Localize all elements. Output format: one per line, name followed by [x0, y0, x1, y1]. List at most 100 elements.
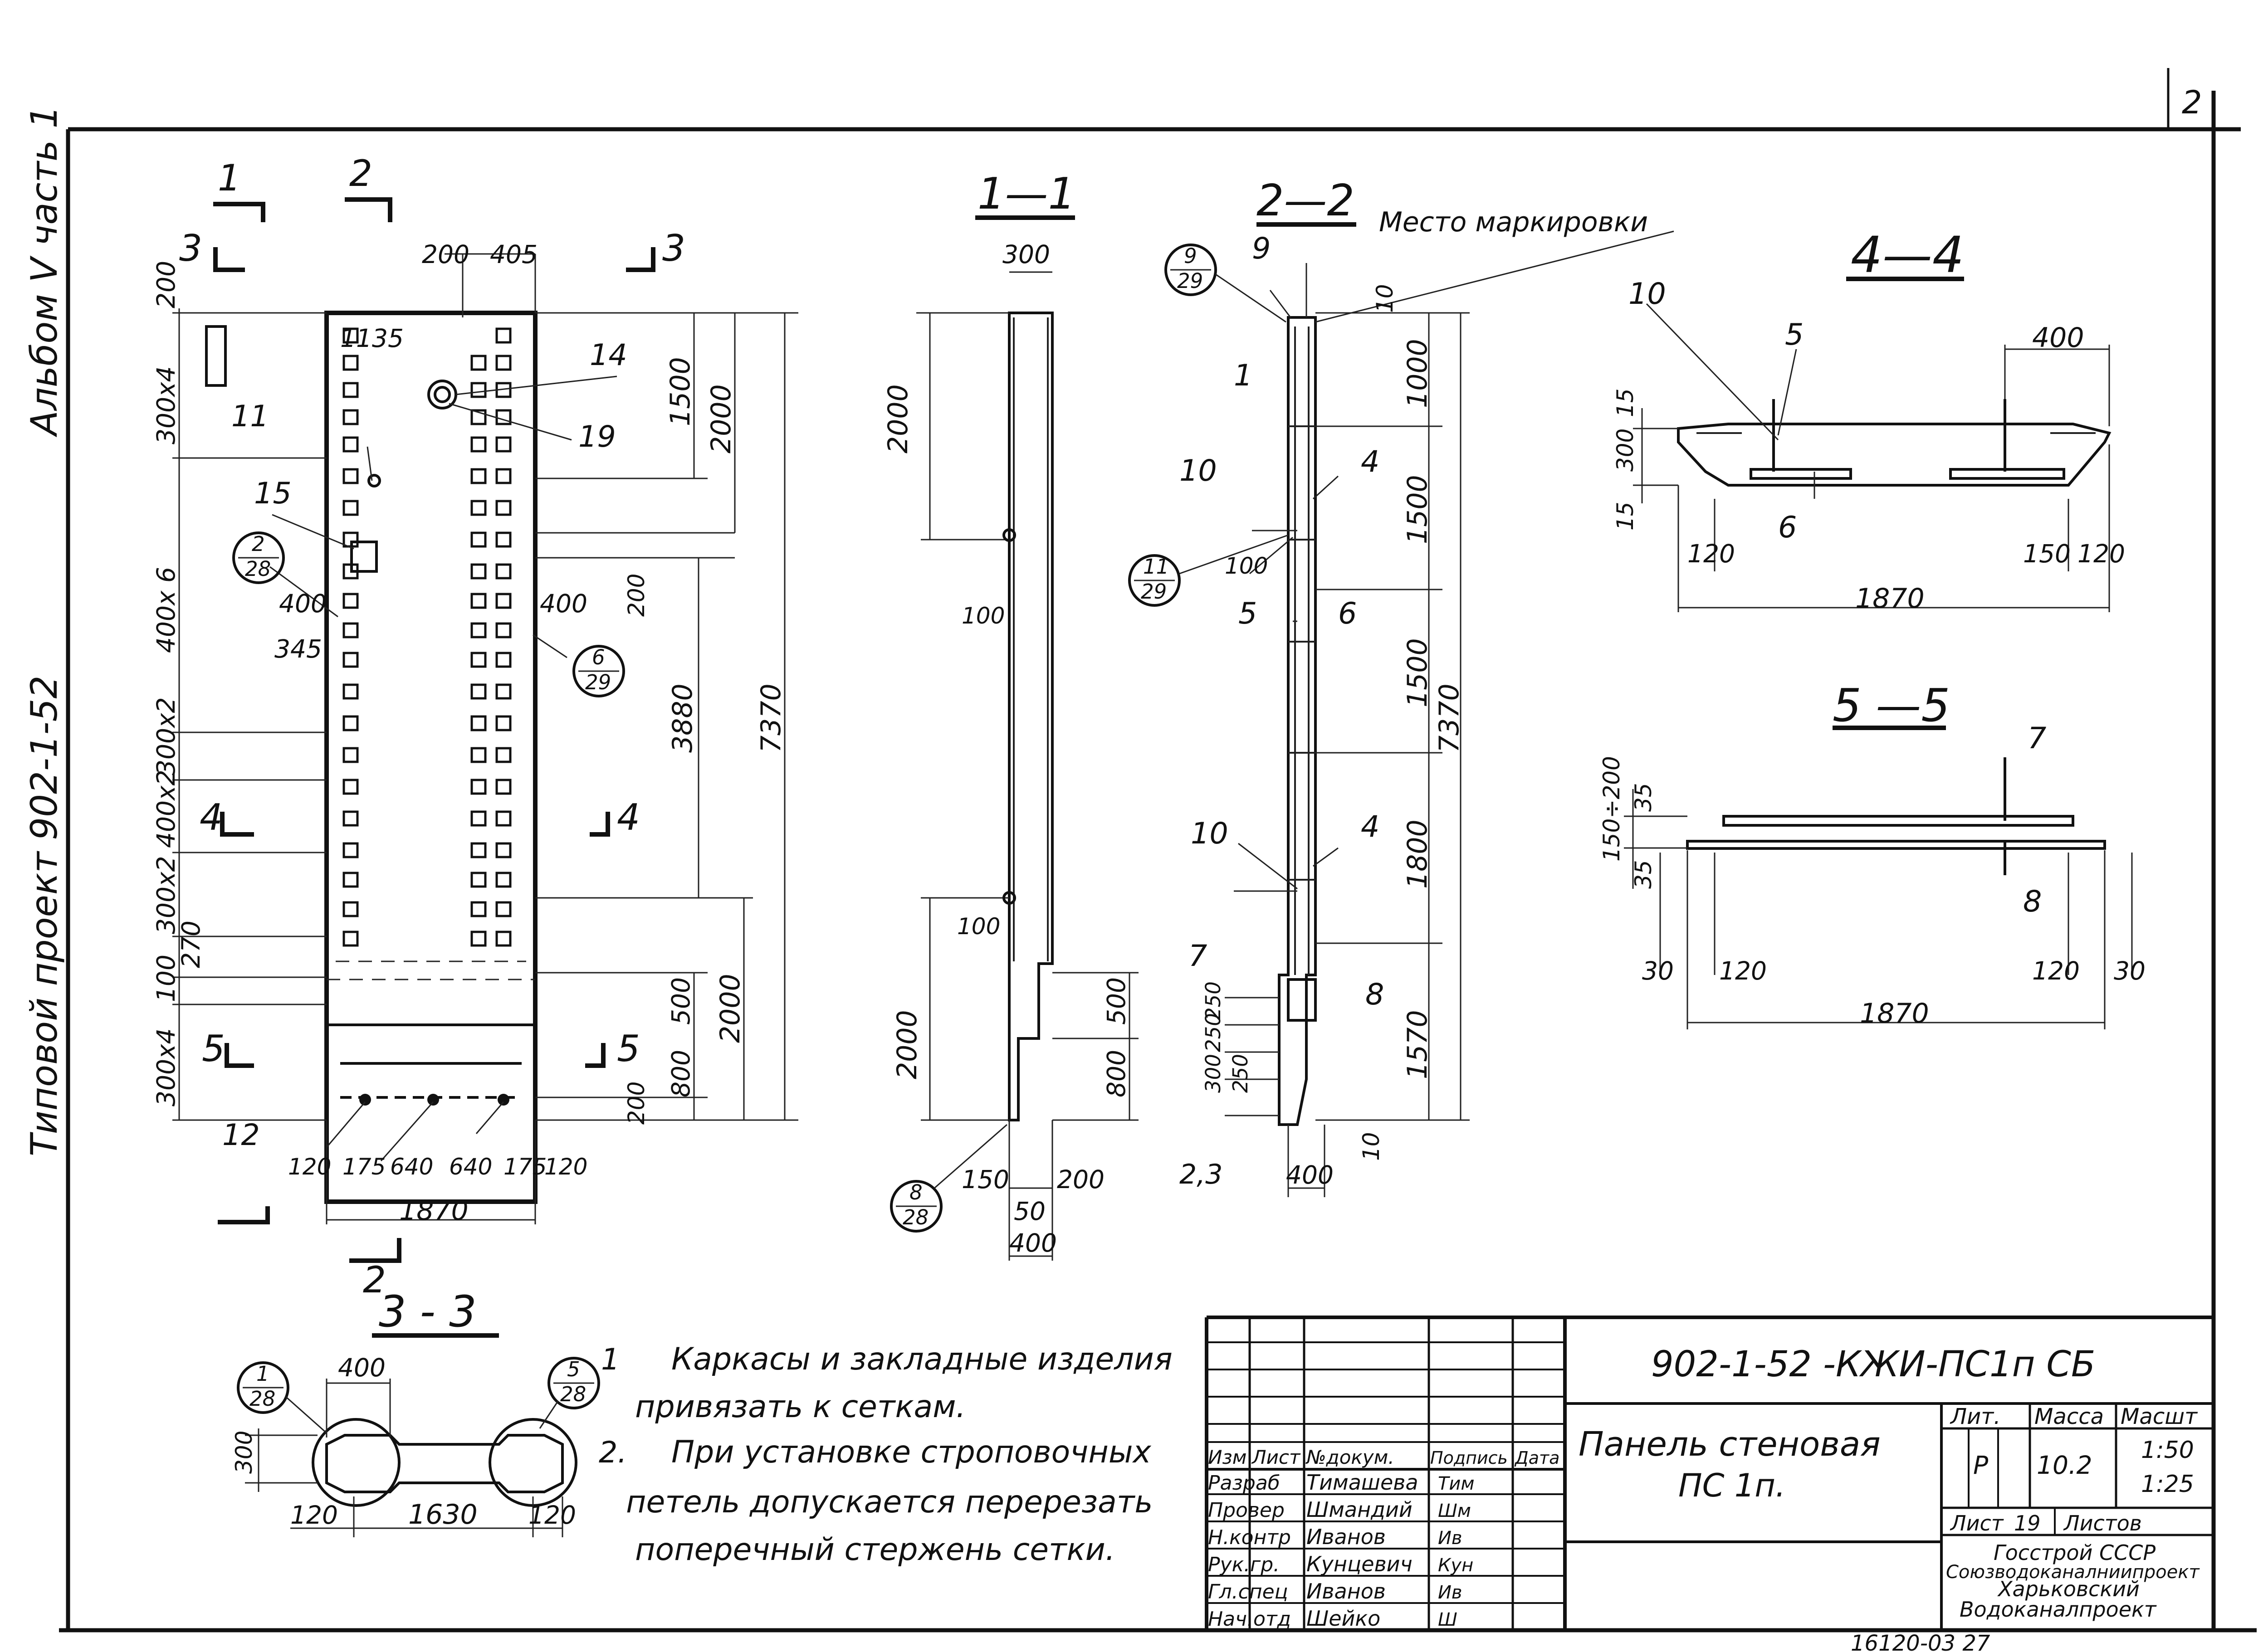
- label-11: 11: [231, 400, 269, 434]
- s33-ref1-den: 28: [249, 1387, 275, 1411]
- s22-10d: 10: [1358, 1132, 1384, 1161]
- tb-sheet-no: 19: [2014, 1511, 2041, 1535]
- tb-mass-label: Масса: [2034, 1404, 2104, 1429]
- tb-role-1: Провер: [1208, 1499, 1285, 1522]
- s44-15b: 15: [1612, 502, 1638, 531]
- s44-5: 5: [1785, 318, 1804, 352]
- section-5-5: [1624, 726, 2133, 1029]
- s22-dim-1500b: 1500: [1402, 638, 1433, 707]
- sheet-frame: [59, 68, 2257, 1633]
- s55-1870: 1870: [1860, 998, 1929, 1029]
- note-2-num: 2.: [599, 1436, 627, 1470]
- section-2-2-labels: 2—2 Место маркировки 9 10 1 10 4 100 5 6…: [1141, 176, 1648, 1190]
- s22-dim-7370: 7370: [1433, 683, 1465, 753]
- s22-5: 5: [1238, 597, 1257, 631]
- section-1-1: [890, 215, 1139, 1261]
- s44-15a: 15: [1612, 388, 1638, 417]
- label-12: 12: [222, 1118, 260, 1152]
- s11-300: 300: [1002, 240, 1050, 269]
- tb-name-1: Шмандий: [1306, 1497, 1413, 1522]
- note-2-line2: петель допускается перерезать: [626, 1484, 1153, 1520]
- s44-6: 6: [1778, 511, 1797, 545]
- tb-role-5: Нач.отд: [1208, 1608, 1291, 1631]
- tb-scale1: 1:50: [2141, 1437, 2194, 1464]
- tb-head-date: Дата: [1514, 1448, 1559, 1468]
- tb-lit: Р: [1973, 1451, 1989, 1480]
- s33-120a: 120: [290, 1501, 338, 1530]
- section-mark-5b: 5: [617, 1028, 640, 1070]
- tb-name-line2: ПС 1п.: [1678, 1467, 1785, 1504]
- s55-7: 7: [2028, 721, 2046, 755]
- s11-ref-num: 8: [909, 1180, 923, 1204]
- s33-400: 400: [338, 1353, 386, 1382]
- s55-30b: 30: [2114, 956, 2146, 985]
- section-3-3: [237, 1333, 600, 1537]
- tb-role-4: Гл.спец: [1208, 1580, 1288, 1603]
- s22-8: 8: [1365, 978, 1384, 1012]
- s22-sd-250a: 250: [1201, 981, 1225, 1020]
- tb-org1: Госстрой СССР: [1994, 1540, 2156, 1565]
- tb-org3: Харьковский: [1997, 1577, 2140, 1601]
- s22-ref1-den: 29: [1177, 269, 1203, 293]
- section-2-2-title: 2—2: [1256, 176, 1354, 226]
- s22-sd-300: 300: [1201, 1054, 1225, 1093]
- s55-35a: 35: [1630, 783, 1657, 812]
- s11-800: 800: [1102, 1050, 1131, 1097]
- label-200-mid: 200: [623, 574, 650, 617]
- side-caption: Типовой проект 902-1-52 Альбом V часть 1: [23, 105, 65, 1156]
- s11-150: 150: [962, 1165, 1009, 1194]
- section-mark-2-bottom: 2: [363, 1259, 386, 1301]
- elevation-labels: 1 2 3 3 4 4 5 5 2 200 405 200 300x4 400x…: [152, 152, 787, 1301]
- s44-120a: 120: [1687, 539, 1735, 568]
- s22-7: 7: [1188, 939, 1207, 973]
- dim-left-400x6: 400x 6: [152, 567, 181, 653]
- s22-dim-1000: 1000: [1402, 339, 1433, 408]
- s22-1: 1: [1234, 359, 1252, 393]
- s22-ref1-num: 9: [1184, 244, 1197, 268]
- s11-ref-den: 28: [903, 1205, 929, 1229]
- s55-30a: 30: [1642, 956, 1674, 985]
- section-5-5-title: 5 —5: [1833, 679, 1950, 732]
- s33-ref1-num: 1: [256, 1362, 269, 1386]
- dim-right-7370: 7370: [755, 683, 787, 753]
- dim-left-100: 100: [152, 955, 181, 1002]
- s22-2-3: 2,3: [1179, 1159, 1222, 1190]
- dim-left-300x4b: 300x4: [152, 1028, 181, 1106]
- s22-10b: 10: [1179, 454, 1217, 488]
- tb-sign-3: Кун: [1438, 1555, 1473, 1576]
- s11-400: 400: [1009, 1228, 1057, 1257]
- s44-1870: 1870: [1855, 583, 1925, 614]
- section-5-5-labels: 5 —5 7 35 150÷200 35 8 30 120 120 30 187…: [1598, 679, 2146, 1029]
- s33-120b: 120: [528, 1501, 576, 1530]
- s44-300: 300: [1612, 429, 1638, 472]
- dim-left-200: 200: [152, 261, 181, 308]
- s44-10: 10: [1628, 277, 1666, 311]
- section-mark-5a: 5: [202, 1028, 225, 1070]
- section-mark-4b: 4: [617, 796, 640, 838]
- s33-ref2-den: 28: [560, 1382, 586, 1406]
- label-14: 14: [590, 338, 627, 372]
- dim-right-800: 800: [666, 1050, 695, 1097]
- s22-10a: 10: [1372, 284, 1398, 313]
- s22-ref2-num: 11: [1143, 555, 1169, 579]
- s44-120b: 120: [2077, 539, 2125, 568]
- right-openings: [470, 327, 512, 947]
- tb-role-2: Н.контр: [1208, 1526, 1291, 1549]
- s55-150-200: 150÷200: [1598, 756, 1625, 862]
- label-400-right: 400: [540, 589, 587, 618]
- tb-sign-4: Ив: [1438, 1582, 1462, 1603]
- s44-400: 400: [2032, 322, 2084, 354]
- ref-6-den: 29: [585, 670, 611, 694]
- s22-9: 9: [1252, 232, 1271, 266]
- dim-bottom-120b: 120: [544, 1154, 587, 1180]
- tb-name-4: Иванов: [1306, 1579, 1386, 1603]
- dim-overall-1870: 1870: [399, 1195, 469, 1227]
- dim-left-300x4: 300x4: [152, 366, 181, 444]
- s55-8: 8: [2023, 885, 2042, 919]
- s22-ref2-den: 29: [1141, 580, 1167, 604]
- tb-scale-label: Масшт: [2121, 1404, 2198, 1429]
- side-album: Альбом V часть 1: [23, 105, 65, 438]
- tb-name-5: Шейко: [1306, 1606, 1380, 1631]
- tb-name-3: Кунцевич: [1306, 1552, 1413, 1576]
